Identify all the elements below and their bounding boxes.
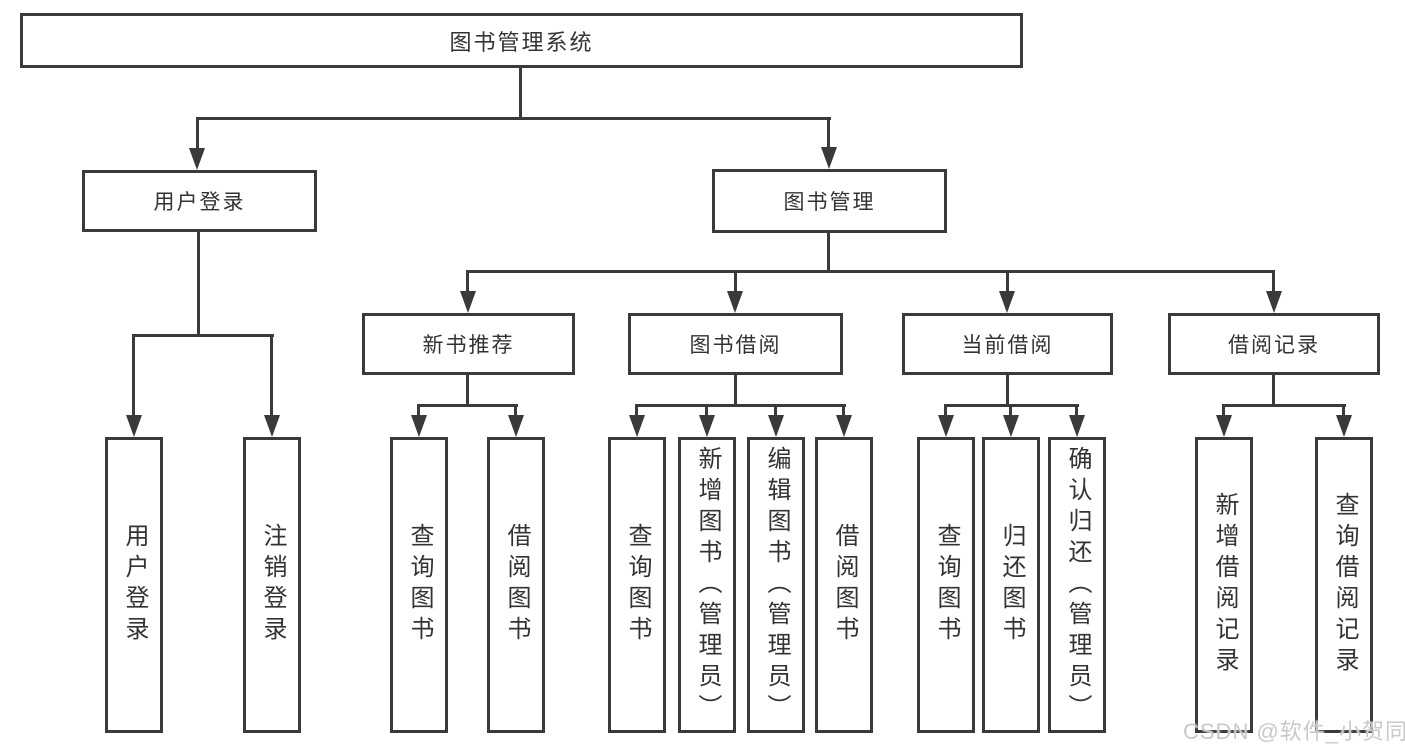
connector-stem xyxy=(1222,404,1225,418)
node-label: 用户登录 xyxy=(153,191,246,214)
leaf-add-borrow-record: 新增借阅记录 xyxy=(1195,437,1253,733)
node-label: 图书管理 xyxy=(783,191,876,214)
connector-root-stem xyxy=(519,68,522,119)
connector-new-book-bar xyxy=(417,404,518,407)
node-label: 图书借阅 xyxy=(689,334,782,357)
leaf-return-books: 归还图书 xyxy=(982,437,1040,733)
leaf-borrow-books-2: 借阅图书 xyxy=(815,437,873,733)
node-label: 图书管理系统 xyxy=(449,29,594,55)
arrowhead-leaf-query-books-3 xyxy=(938,415,954,437)
arrowhead-leaf-user-login xyxy=(126,415,142,437)
arrowhead-leaf-add-record xyxy=(1216,415,1232,437)
node-label: 查询图书 xyxy=(933,523,960,647)
arrowhead-leaf-query-books-1 xyxy=(411,415,427,437)
node-library-management-system: 图书管理系统 xyxy=(20,13,1023,68)
connector-stem xyxy=(944,404,947,418)
node-label: 当前借阅 xyxy=(961,334,1054,357)
connector-current-borrowing-stem xyxy=(1006,270,1009,294)
connector-book-borrowing-bar xyxy=(635,404,846,407)
connector-book-management-stem xyxy=(827,117,830,151)
node-label: 查询借阅记录 xyxy=(1331,492,1358,678)
connector-stem xyxy=(514,404,517,418)
arrowhead-user-login xyxy=(189,148,205,170)
arrowhead-leaf-confirm-return xyxy=(1069,415,1085,437)
connector-level2-bar xyxy=(196,117,831,120)
arrowhead-leaf-query-record xyxy=(1336,415,1352,437)
connector-book-management-down xyxy=(827,233,830,272)
leaf-add-books-admin: 新增图书（管理员） xyxy=(678,437,736,733)
node-book-borrowing: 图书借阅 xyxy=(628,313,843,375)
connector-borrowing-records-stem xyxy=(1272,270,1275,294)
leaf-query-books-3: 查询图书 xyxy=(917,437,975,733)
node-label: 注销登录 xyxy=(259,523,286,647)
leaf-query-borrow-record: 查询借阅记录 xyxy=(1315,437,1373,733)
arrowhead-leaf-borrow-books-1 xyxy=(508,415,524,437)
leaf-edit-books-admin: 编辑图书（管理员） xyxy=(747,437,805,733)
node-label: 新增借阅记录 xyxy=(1211,492,1238,678)
arrowhead-leaf-query-books-2 xyxy=(629,415,645,437)
node-user-login: 用户登录 xyxy=(82,170,317,232)
connector-leaf-user-login-stem xyxy=(132,334,135,418)
connector-stem xyxy=(842,404,845,418)
node-label: 编辑图书（管理员） xyxy=(763,445,790,725)
csdn-watermark: CSDN @软件_小贺同学 xyxy=(1183,719,1405,744)
leaf-query-books-2: 查询图书 xyxy=(608,437,666,733)
connector-stem xyxy=(1342,404,1345,418)
node-book-management: 图书管理 xyxy=(712,169,947,233)
node-label: 新增图书（管理员） xyxy=(694,445,721,725)
node-label: 借阅记录 xyxy=(1228,334,1320,357)
node-label: 归还图书 xyxy=(998,523,1025,647)
node-new-book-recommend: 新书推荐 xyxy=(362,313,575,375)
connector-stem xyxy=(635,404,638,418)
connector-borrowing-records-bar xyxy=(1222,404,1346,407)
arrowhead-book-management xyxy=(821,147,837,169)
leaf-user-login: 用户登录 xyxy=(105,437,163,733)
node-current-borrowing: 当前借阅 xyxy=(902,313,1113,375)
node-label: 新书推荐 xyxy=(422,334,515,357)
connector-current-borrowing-down xyxy=(1006,375,1009,407)
arrowhead-book-borrowing xyxy=(727,291,743,313)
connector-new-book-stem xyxy=(466,270,469,294)
connector-stem xyxy=(1075,404,1078,418)
connector-user-login-stem xyxy=(196,117,199,151)
node-label: 查询图书 xyxy=(406,523,433,647)
connector-user-login-down xyxy=(197,232,200,336)
leaf-borrow-books-1: 借阅图书 xyxy=(487,437,545,733)
connector-stem xyxy=(417,404,420,418)
node-label: 借阅图书 xyxy=(831,523,858,647)
connector-new-book-down xyxy=(466,375,469,407)
leaf-confirm-return-admin: 确认归还（管理员） xyxy=(1048,437,1106,733)
node-label: 用户登录 xyxy=(121,523,148,647)
leaf-logout: 注销登录 xyxy=(243,437,301,733)
connector-book-borrowing-down xyxy=(734,375,737,407)
arrowhead-leaf-borrow-books-2 xyxy=(836,415,852,437)
connector-stem xyxy=(705,404,708,418)
connector-book-borrowing-stem xyxy=(734,270,737,294)
arrowhead-leaf-add-books xyxy=(699,415,715,437)
connector-level3-bar xyxy=(466,270,1275,273)
connector-user-login-bar xyxy=(132,334,274,337)
arrowhead-new-book xyxy=(460,291,476,313)
arrowhead-current-borrowing xyxy=(999,291,1015,313)
arrowhead-borrowing-records xyxy=(1266,291,1282,313)
connector-borrowing-records-down xyxy=(1272,375,1275,407)
leaf-query-books-1: 查询图书 xyxy=(390,437,448,733)
connector-stem xyxy=(774,404,777,418)
node-label: 查询图书 xyxy=(624,523,651,647)
node-borrowing-records: 借阅记录 xyxy=(1168,313,1380,375)
arrowhead-leaf-logout xyxy=(264,415,280,437)
node-label: 确认归还（管理员） xyxy=(1064,445,1091,725)
node-label: 借阅图书 xyxy=(503,523,530,647)
connector-leaf-logout-stem xyxy=(270,334,273,418)
arrowhead-leaf-edit-books xyxy=(768,415,784,437)
arrowhead-leaf-return-books xyxy=(1003,415,1019,437)
connector-stem xyxy=(1009,404,1012,418)
